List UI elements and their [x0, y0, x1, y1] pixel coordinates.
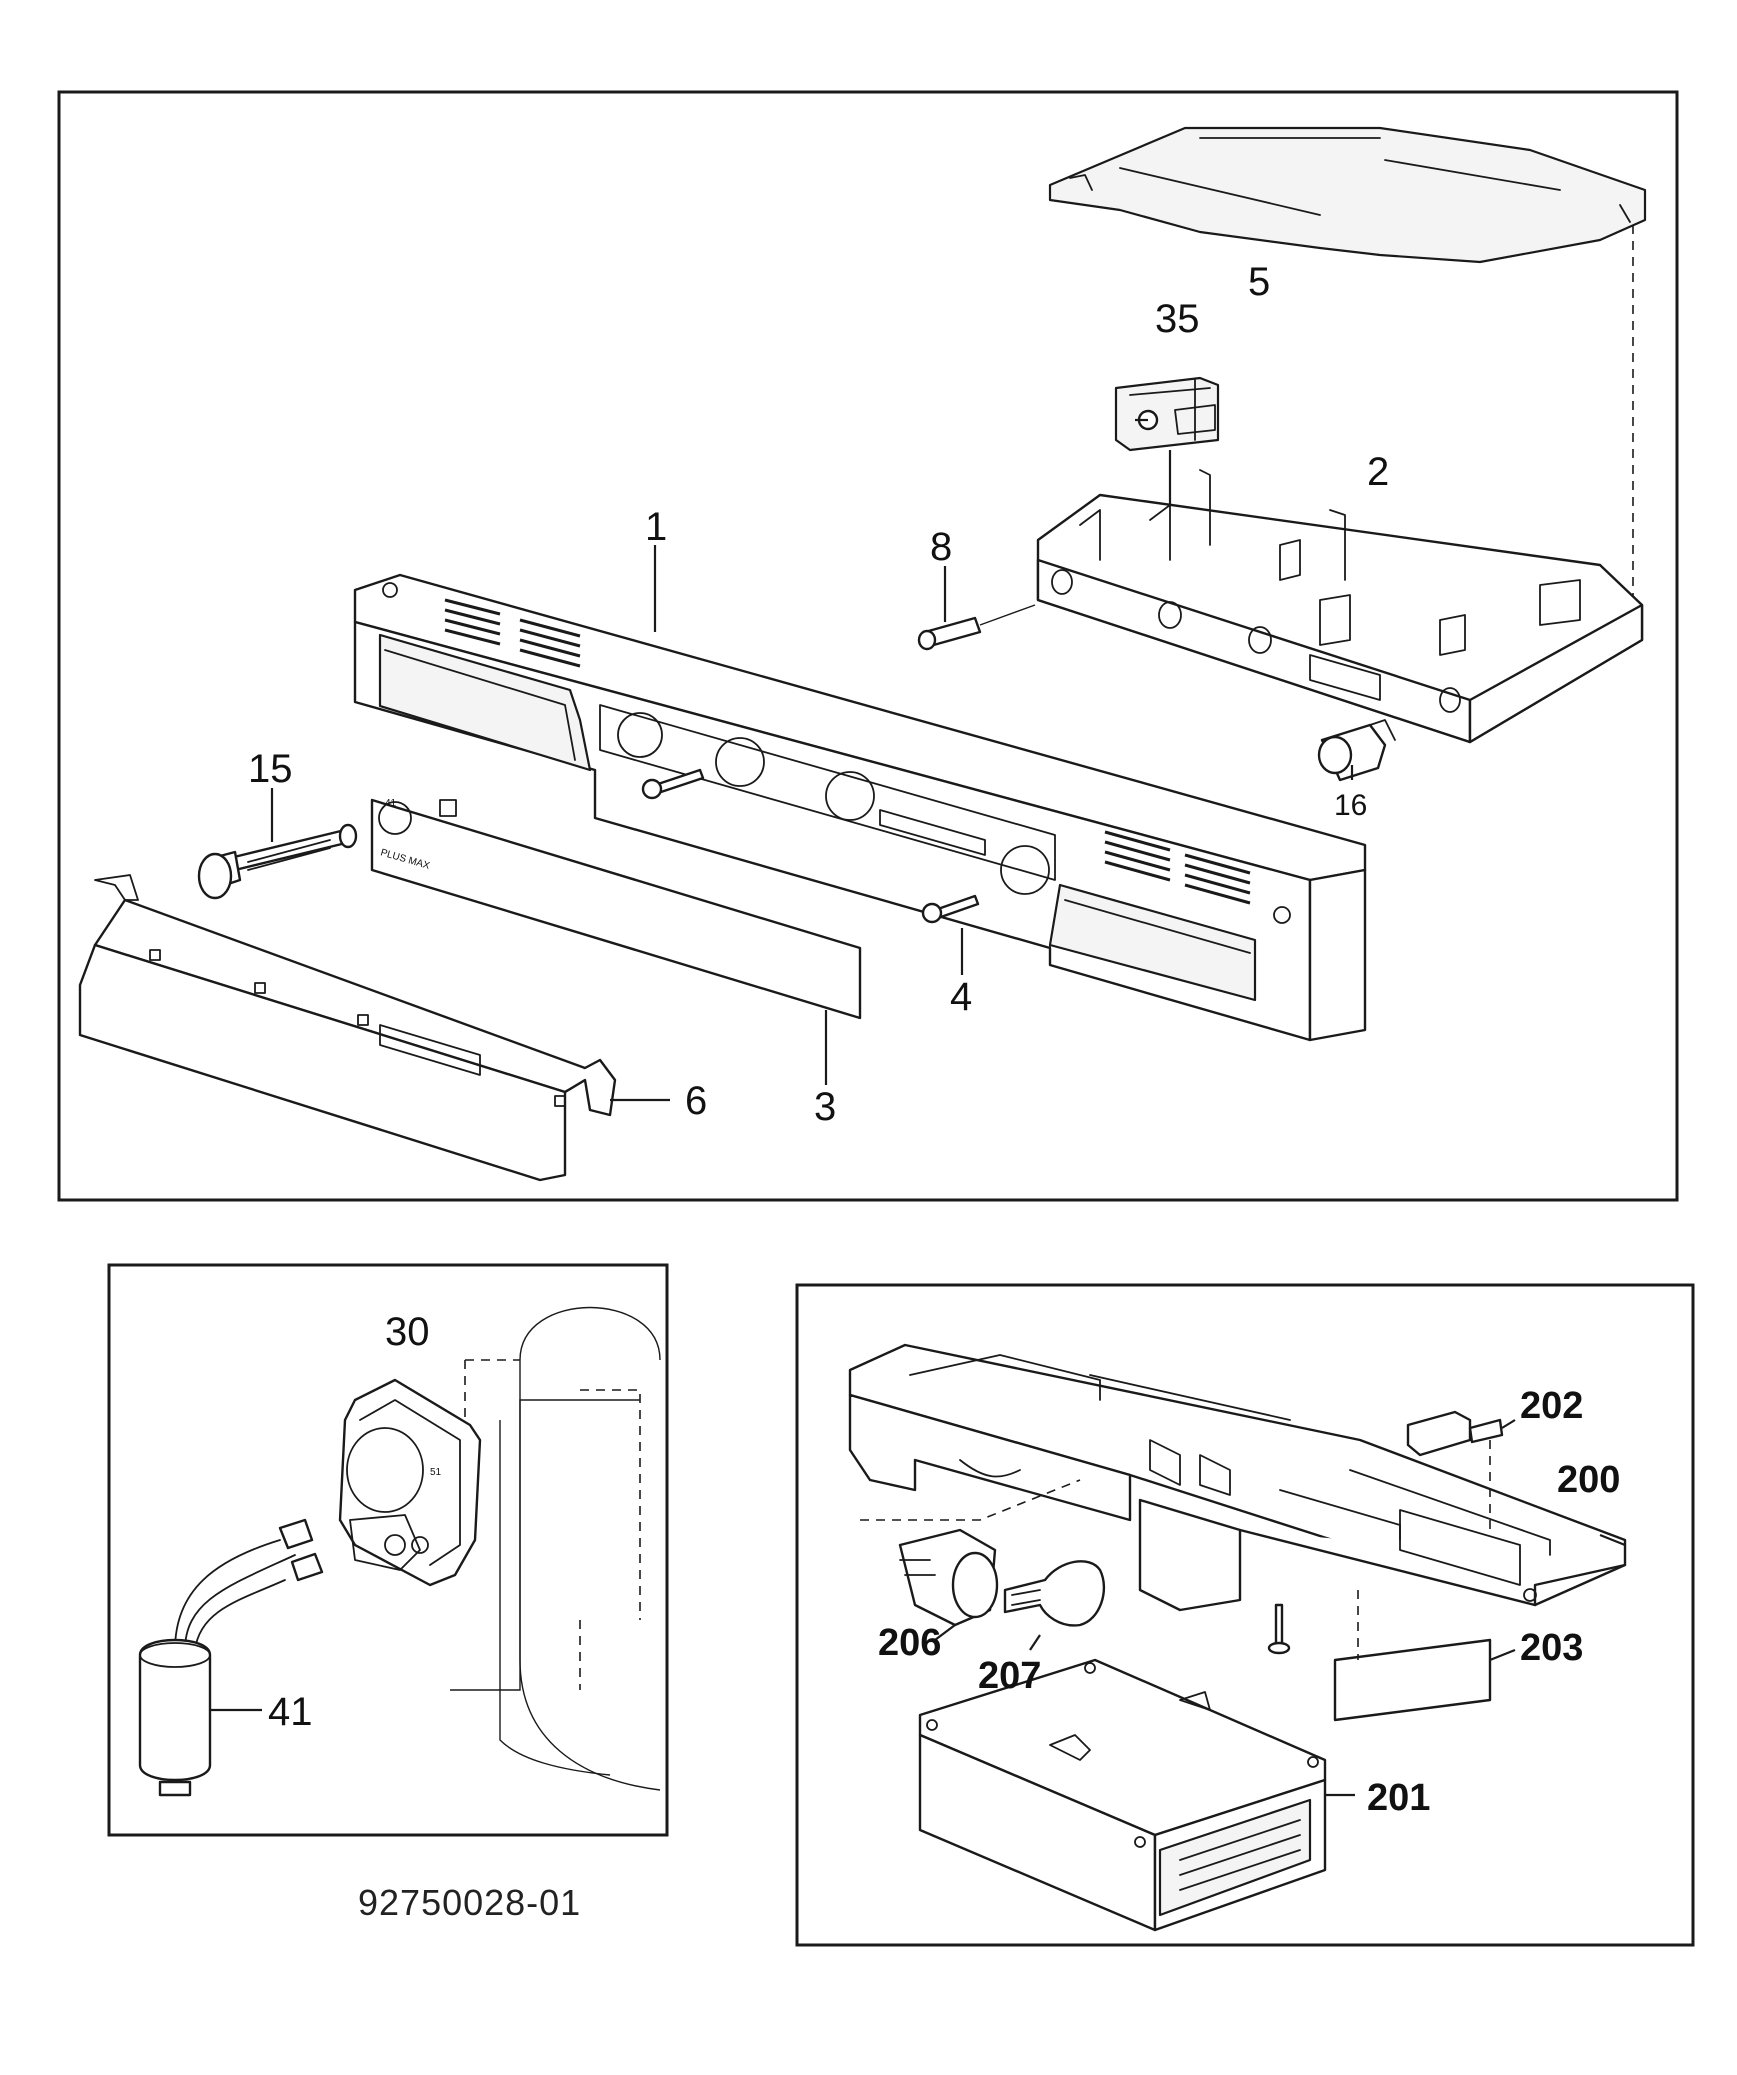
- label-part-3: 3: [814, 1085, 836, 1129]
- label-part-201: 201: [1367, 1777, 1430, 1819]
- label-part-8: 8: [930, 525, 952, 569]
- part-16-switch: [1317, 719, 1396, 782]
- bottom-left-panel: 51 30 41: [107, 1263, 669, 1837]
- vent-slots-right: [1104, 830, 1251, 905]
- top-panel-frame: [57, 90, 1679, 1202]
- part-6-front-bracket: [78, 874, 670, 1182]
- label-part-2: 2: [1367, 450, 1389, 494]
- label-part-5: 5: [1248, 260, 1270, 304]
- bottom-right-panel-frame: [795, 1283, 1695, 1947]
- label-part-200: 200: [1557, 1459, 1620, 1501]
- part-35-thermostat: [1114, 376, 1220, 544]
- label-part-4: 4: [950, 975, 972, 1019]
- label-part-203: 203: [1520, 1627, 1583, 1669]
- compressor-outline: [450, 1306, 661, 1791]
- label-part-202: 202: [1520, 1385, 1583, 1427]
- label-part-6: 6: [685, 1079, 707, 1123]
- label-part-30: 30: [385, 1310, 430, 1354]
- knob-mark: 41: [385, 798, 397, 809]
- part-8-lamp-holder: [917, 566, 1036, 651]
- relay-mark: 51: [430, 1467, 442, 1478]
- part-2-housing-tray: [1036, 469, 1644, 744]
- part-41-capacitor: [138, 1518, 324, 1797]
- part-200-lamp-housing: [848, 1343, 1627, 1612]
- label-part-16: 16: [1334, 789, 1367, 822]
- bottom-left-panel-frame: [107, 1263, 669, 1837]
- part-1-front-housing: [353, 545, 1367, 1042]
- part-206-socket: [860, 1479, 1081, 1641]
- part-3-label-strip: PLUS MAX 41: [370, 798, 862, 1085]
- drawing-number: 92750028-01: [358, 1882, 581, 1923]
- tray-screw: [1267, 1603, 1291, 1655]
- label-part-15: 15: [248, 747, 293, 791]
- label-part-41: 41: [268, 1690, 313, 1734]
- label-part-207: 207: [978, 1655, 1041, 1697]
- part-30-relay: 51: [338, 1378, 482, 1587]
- vent-slots-left: [444, 598, 581, 668]
- part-15-rod-knob: [197, 788, 358, 900]
- label-part-1: 1: [645, 505, 667, 549]
- bottom-right-panel: 200 201 202 203 206 207: [795, 1283, 1695, 1947]
- part-5-cover-plate: [1048, 126, 1647, 600]
- part-203-lens: [1333, 1590, 1516, 1722]
- part-207-bulb: [1003, 1560, 1106, 1651]
- label-part-206: 206: [878, 1622, 941, 1664]
- part-201-lower-cover: [918, 1658, 1355, 1932]
- label-part-35: 35: [1155, 297, 1200, 341]
- top-panel: PLUS MAX 41 1 2 3 4 5 6 8 15 16 35: [57, 90, 1679, 1202]
- part-202-switch: [1406, 1410, 1516, 1535]
- part-4-screws: [641, 768, 980, 975]
